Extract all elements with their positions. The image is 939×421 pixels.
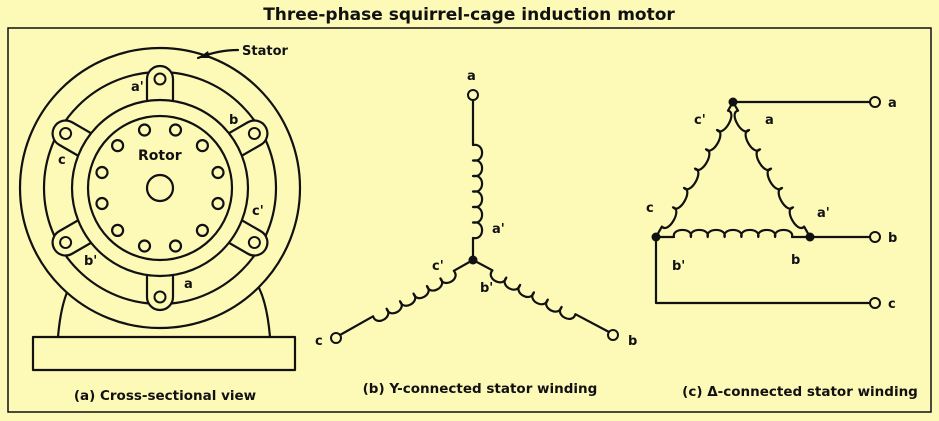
slot-label-b-prime: b' — [84, 254, 97, 269]
delta-label-b: b — [791, 253, 800, 268]
rotor-bar — [195, 223, 209, 237]
motor-base — [31, 335, 297, 372]
stator-leader-arrowhead — [198, 51, 210, 58]
delta-node-top — [728, 97, 738, 107]
line-to-terminal-c — [654, 235, 872, 305]
cross-sectional-view: Stator Rotor a' b c' a b' c (a) Cross-se… — [18, 44, 302, 404]
phase-b-coil — [654, 228, 812, 239]
delta-term-c: c — [888, 297, 896, 312]
rotor-bar — [137, 239, 152, 253]
phase-a-coil — [471, 98, 484, 262]
delta-label-c: c — [646, 201, 654, 216]
rotor-bar — [168, 239, 183, 253]
rotor-bar — [211, 165, 225, 180]
slot-label-c-prime: c' — [252, 204, 264, 219]
stator-slot — [145, 64, 175, 110]
delta-connected-winding: a b c a a' b b' c c' (c) Δ-connected sta… — [646, 96, 918, 400]
delta-label-a-prime: a' — [817, 206, 830, 221]
rotor-body — [86, 114, 234, 262]
wye-label-c-prime: c' — [432, 259, 444, 274]
wye-label-a: a — [467, 69, 476, 84]
delta-term-b: b — [888, 231, 897, 246]
rotor-bar — [137, 123, 152, 137]
phase-a-coil — [731, 100, 812, 239]
caption-b: (b) Y-connected stator winding — [363, 381, 598, 397]
phase-b-coil — [471, 258, 611, 334]
slot-label-a: a — [184, 277, 193, 292]
wye-label-a-prime: a' — [492, 222, 505, 237]
rotor-bar — [168, 123, 183, 137]
label-rotor: Rotor — [138, 148, 182, 164]
stator-bore — [70, 98, 250, 278]
delta-label-c-prime: c' — [694, 113, 706, 128]
delta-label-b-prime: b' — [672, 259, 685, 274]
terminal-b — [869, 231, 881, 243]
phase-c-coil — [338, 258, 475, 337]
wye-label-b: b — [628, 334, 637, 349]
label-stator: Stator — [242, 44, 288, 59]
caption-c: (c) Δ-connected stator winding — [682, 384, 918, 400]
rotor-bar — [95, 165, 109, 180]
stator-slot — [145, 266, 175, 312]
rotor-bar — [195, 139, 209, 153]
slot-label-b: b — [229, 113, 238, 128]
wye-label-c: c — [315, 334, 323, 349]
delta-node-left — [651, 232, 661, 242]
slot-label-c: c — [58, 153, 66, 168]
slot-label-a-prime: a' — [131, 80, 144, 95]
rotor-bar — [95, 196, 109, 211]
rotor-shaft — [145, 173, 175, 203]
caption-a: (a) Cross-sectional view — [74, 388, 256, 404]
rotor-bar — [110, 223, 125, 237]
phase-c-coil — [654, 100, 735, 239]
rotor-bar — [110, 139, 125, 153]
terminal-a — [869, 96, 881, 108]
y-connected-winding: a a' b b' c c' (b) Y-connected stator wi… — [315, 69, 637, 397]
diagram-frame — [7, 27, 932, 413]
rotor-bar — [211, 196, 225, 211]
diagram-title: Three-phase squirrel-cage induction moto… — [263, 5, 675, 25]
terminal-b — [607, 329, 619, 341]
terminal-c — [869, 297, 881, 309]
wye-label-b-prime: b' — [480, 281, 493, 296]
delta-node-right — [805, 232, 815, 242]
delta-term-a: a — [888, 96, 897, 111]
neutral-node — [468, 255, 478, 265]
terminal-c — [330, 332, 342, 344]
delta-label-a: a — [765, 113, 774, 128]
terminal-a — [467, 89, 479, 101]
